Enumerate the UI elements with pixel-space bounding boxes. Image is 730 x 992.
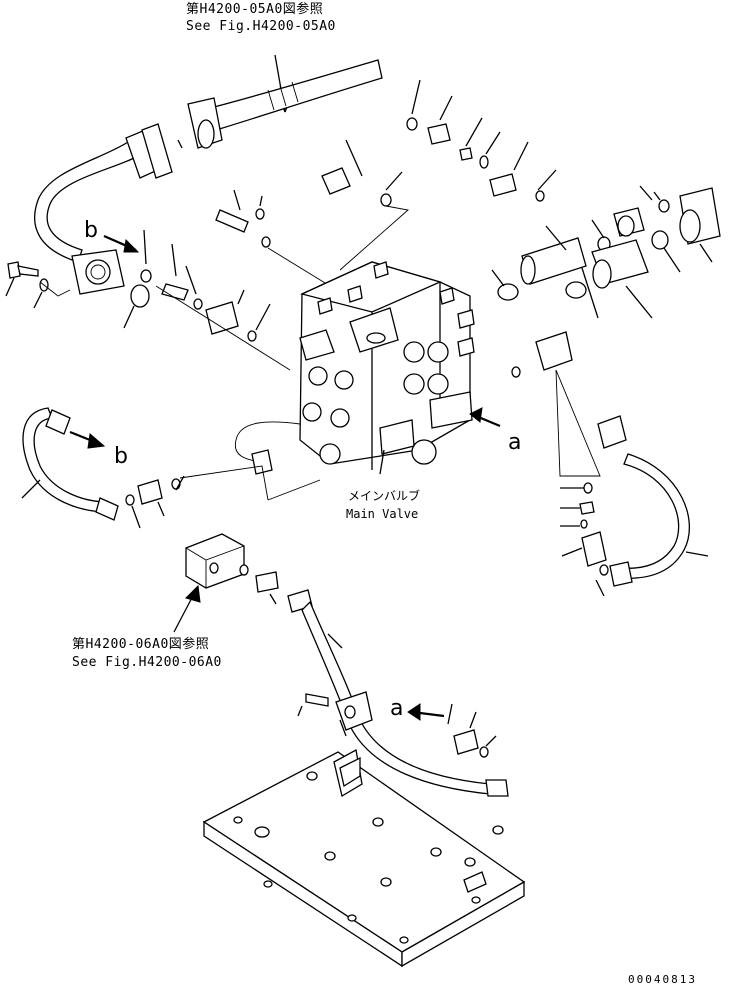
left-lower-hose: [21, 407, 321, 529]
main-valve-body: [299, 261, 475, 475]
main-valve-label-en: Main Valve: [346, 507, 419, 521]
block-and-tube: [173, 533, 509, 797]
main-valve-label-jp: メインバルブ: [348, 489, 421, 503]
mid-reference-en: See Fig.H4200-06A0: [72, 655, 222, 670]
right-fittings: [491, 185, 721, 477]
view-label-b-lower: b: [114, 444, 128, 469]
view-label-a-lower: a: [390, 696, 404, 721]
sensor-wire: [234, 421, 301, 463]
top-reference-en: See Fig.H4200-05A0: [186, 19, 336, 34]
view-label-a-right: a: [508, 430, 522, 455]
left-hose: [34, 123, 183, 295]
mounting-plate: [202, 748, 526, 968]
right-hose: [560, 415, 709, 597]
view-label-b-upper: b: [84, 218, 98, 243]
left-bolt: [5, 261, 71, 309]
drawing-number: 00040813: [628, 973, 697, 986]
mid-reference-jp: 第H4200-06A0図参照: [72, 637, 210, 652]
upper-fittings: [321, 79, 557, 271]
top-hose: [187, 54, 383, 149]
top-reference-jp: 第H4200-05A0図参照: [186, 2, 324, 17]
left-fittings: [123, 189, 331, 371]
